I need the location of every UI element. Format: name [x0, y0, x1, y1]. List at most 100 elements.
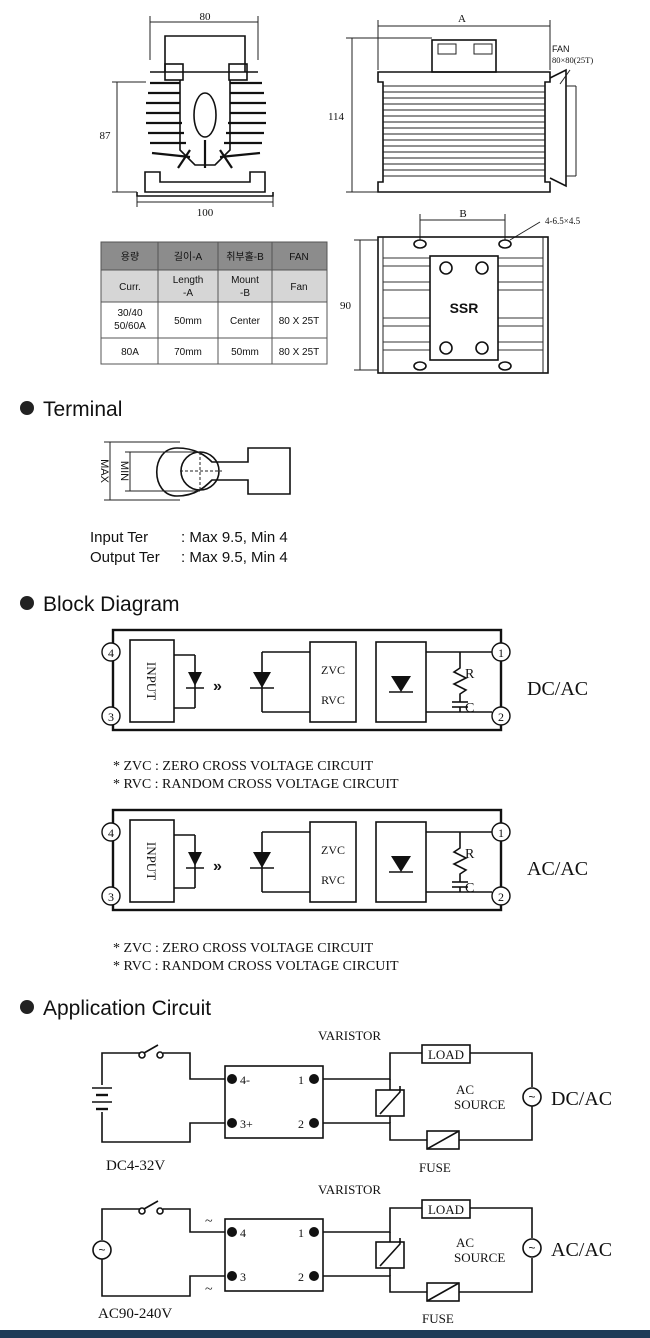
- table-cell-0-3: 80 X 25T: [279, 316, 320, 327]
- pin-4: 4: [108, 826, 114, 840]
- output-ter-value: : Max 9.5, Min 4: [181, 549, 288, 566]
- app-circuit-dcac: VARISTOR DC4-32V 4- 3+ 1 2 LOAD: [92, 1028, 612, 1175]
- block-circuit-dcac: INPUT » ZVC RVC R C 4 3 1 2 DC/AC: [101, 628, 588, 732]
- dim-100-label: 100: [197, 207, 214, 219]
- source-label: SOURCE: [454, 1097, 505, 1112]
- table-cell-1-2: 50mm: [231, 347, 259, 358]
- table-header-kr-1: 길이-A: [174, 250, 203, 263]
- holes-label: 4-6.5×4.5: [545, 216, 581, 226]
- input-block-label: INPUT: [144, 842, 159, 880]
- tilde-bottom: ~: [205, 1282, 213, 1297]
- table-header-en-1a: Length: [173, 275, 204, 286]
- terminal-section: Terminal MAX MIN Input Ter : Max 9.5, Mi…: [20, 398, 291, 566]
- pin-3: 3: [108, 710, 114, 724]
- terminal-title: Terminal: [43, 398, 122, 421]
- input-ter-label: Input Ter: [90, 529, 148, 546]
- app-circuit-acac: VARISTOR ~ ~ ~ AC90-240V 4 3 1 2 LOAD FU…: [92, 1182, 612, 1326]
- pin-b: 3+: [240, 1117, 253, 1131]
- pin-1: 1: [498, 826, 504, 840]
- table-cell-0-2: Center: [230, 316, 261, 327]
- svg-text:~: ~: [528, 1090, 535, 1104]
- output-ter-label: Output Ter: [90, 549, 160, 566]
- table-header-en-2a: Mount: [231, 275, 259, 286]
- ssr-label: SSR: [450, 300, 479, 316]
- table-cell-1-3: 80 X 25T: [279, 347, 320, 358]
- load-label: LOAD: [428, 1202, 464, 1217]
- rvc-label: RVC: [321, 693, 345, 707]
- triac-icon: [391, 856, 411, 872]
- note-rvc: * RVC : RANDOM CROSS VOLTAGE CIRCUIT: [113, 777, 399, 792]
- application-title: Application Circuit: [43, 997, 211, 1020]
- supply-label: AC90-240V: [98, 1306, 172, 1322]
- pin-c: 1: [298, 1226, 304, 1240]
- table-header-en-3: Fan: [290, 282, 307, 293]
- bullet-icon: [20, 1000, 34, 1014]
- table-header-en-1b: -A: [183, 288, 193, 299]
- bottom-bar: [0, 1330, 650, 1338]
- varistor-label: VARISTOR: [318, 1182, 381, 1197]
- block-circuit-acac: INPUT » ZVC RVC R C 4 3 1 2 AC/AC: [101, 808, 588, 912]
- ssr-top-view: B 4-6.5×4.5 SSR 90: [340, 208, 581, 374]
- block-diagram-title: Block Diagram: [43, 593, 180, 616]
- note-zvc-2: * ZVC : ZERO CROSS VOLTAGE CIRCUIT: [113, 941, 374, 956]
- rvc-label: RVC: [321, 873, 345, 887]
- table-header-kr-3: FAN: [289, 252, 308, 263]
- r-label: R: [465, 667, 475, 682]
- tilde-top: ~: [205, 1214, 213, 1229]
- zvc-label: ZVC: [321, 843, 345, 857]
- optocoupler-arrows-icon: »: [213, 678, 222, 695]
- optocoupler-arrows-icon: »: [213, 858, 222, 875]
- pin-c: 1: [298, 1073, 304, 1087]
- heatsink-side-view: A FAN 80×80(25T) 114: [328, 13, 593, 193]
- fuse-label: FUSE: [422, 1311, 454, 1326]
- led-icon: [188, 672, 202, 686]
- table-header-en-0: Curr.: [119, 282, 141, 293]
- mode-label: AC/AC: [551, 1239, 612, 1261]
- pin-b: 3: [240, 1270, 246, 1284]
- table-header-en-2b: -B: [240, 288, 250, 299]
- source-label: SOURCE: [454, 1250, 505, 1265]
- pin-1: 1: [498, 646, 504, 660]
- table-cell-0-0a: 30/40: [117, 308, 142, 319]
- zvc-label: ZVC: [321, 663, 345, 677]
- table-header-kr-2: 취부홀-B: [226, 250, 264, 263]
- bullet-icon: [20, 401, 34, 415]
- phototriac-icon: [253, 672, 271, 688]
- phototriac-icon: [253, 852, 271, 868]
- pin-a: 4: [240, 1226, 246, 1240]
- ac-label: AC: [456, 1082, 474, 1097]
- application-section: Application Circuit: [20, 997, 211, 1020]
- pin-2: 2: [498, 710, 504, 724]
- mode-label: AC/AC: [527, 858, 588, 880]
- block-diagram-section: Block Diagram: [20, 593, 180, 616]
- dim-90-label: 90: [340, 300, 352, 312]
- table-cell-1-0: 80A: [121, 347, 139, 358]
- led-icon: [188, 852, 202, 866]
- pin-3: 3: [108, 890, 114, 904]
- table-cell-0-1: 50mm: [174, 316, 202, 327]
- load-label: LOAD: [428, 1047, 464, 1062]
- table-header-kr-0: 용량: [121, 251, 139, 263]
- min-label: MIN: [118, 461, 130, 481]
- bullet-icon: [20, 596, 34, 610]
- c-label: C: [465, 881, 474, 896]
- fan-label: FAN: [552, 44, 570, 54]
- dim-80-label: 80: [200, 11, 212, 23]
- pin-d: 2: [298, 1117, 304, 1131]
- svg-text:~: ~: [528, 1241, 535, 1255]
- note-zvc: * ZVC : ZERO CROSS VOLTAGE CIRCUIT: [113, 759, 374, 774]
- ac-source-icon: [522, 1087, 542, 1107]
- dim-87-label: 87: [100, 130, 112, 142]
- c-label: C: [465, 701, 474, 716]
- table-cell-0-0b: 50/60A: [114, 321, 146, 332]
- input-block-label: INPUT: [144, 662, 159, 700]
- pin-2: 2: [498, 890, 504, 904]
- pin-a: 4-: [240, 1073, 250, 1087]
- pin-4: 4: [108, 646, 114, 660]
- ac-label: AC: [456, 1235, 474, 1250]
- r-label: R: [465, 847, 475, 862]
- heatsink-front-view: 80 87 100: [100, 11, 274, 219]
- dim-B-label: B: [459, 208, 466, 220]
- spec-table: 용량 길이-A 취부홀-B FAN Curr. Length -A Mount …: [100, 241, 328, 365]
